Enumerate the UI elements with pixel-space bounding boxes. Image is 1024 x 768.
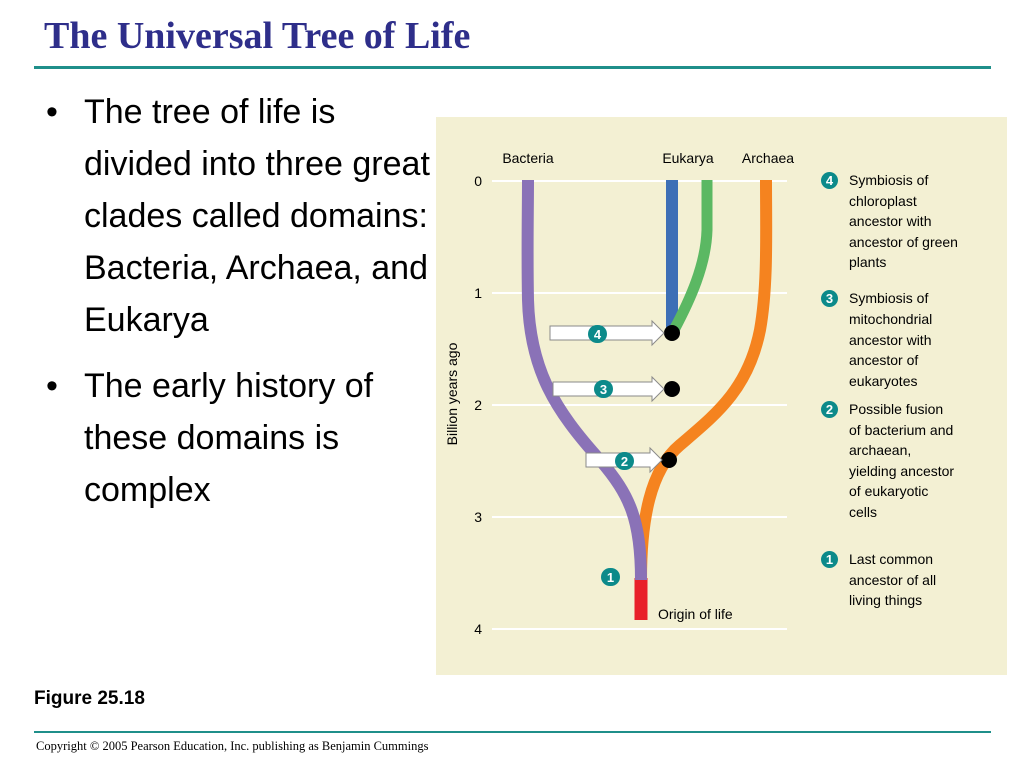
tick-label: 2 bbox=[474, 397, 482, 413]
badge-3: 3 bbox=[594, 380, 613, 398]
svg-text:2: 2 bbox=[826, 402, 833, 417]
svg-text:2: 2 bbox=[621, 454, 628, 469]
bullet-text: The early history of these domains is co… bbox=[84, 367, 374, 509]
svg-text:Last common ancestor of: Last common ancestor of all living thing… bbox=[849, 551, 940, 608]
badge-4: 4 bbox=[588, 325, 607, 343]
tick-label: 1 bbox=[474, 285, 482, 301]
svg-text:3: 3 bbox=[600, 382, 607, 397]
svg-text:4: 4 bbox=[826, 173, 834, 188]
tick-label: 4 bbox=[474, 621, 482, 637]
svg-text:Symbiosis of chloroplast: Symbiosis of chloroplast ancestor with a… bbox=[849, 172, 962, 270]
svg-text:1: 1 bbox=[607, 570, 614, 585]
copyright-text: Copyright © 2005 Pearson Education, Inc.… bbox=[36, 739, 429, 753]
origin-label: Origin of life bbox=[658, 606, 733, 622]
event-dot-2 bbox=[661, 452, 677, 468]
event-dot-4 bbox=[664, 325, 680, 341]
domain-label-bacteria: Bacteria bbox=[502, 150, 554, 166]
bullet-list: • The tree of life is divided into three … bbox=[44, 86, 434, 530]
title-divider bbox=[34, 66, 991, 69]
arrow-icon bbox=[549, 319, 665, 347]
legend-item-3: 3 Symbiosis of mitochondrial ancestor wi… bbox=[821, 290, 936, 389]
legend-item-1: 1 Last common ancestor of all living thi… bbox=[821, 551, 940, 608]
domain-label-archaea: Archaea bbox=[742, 150, 794, 166]
axis-label: Billion years ago bbox=[444, 342, 460, 445]
figure-label: Figure 25.18 bbox=[34, 688, 145, 709]
svg-text:Symbiosis of mitochondri: Symbiosis of mitochondrial ancestor with… bbox=[849, 290, 936, 389]
bullet-item: • The early history of these domains is c… bbox=[44, 360, 434, 516]
svg-text:3: 3 bbox=[826, 291, 833, 306]
tick-label: 3 bbox=[474, 509, 482, 525]
tick-label: 0 bbox=[474, 173, 482, 189]
domain-label-eukarya: Eukarya bbox=[662, 150, 714, 166]
footer-divider bbox=[34, 731, 991, 733]
legend-item-4: 4 Symbiosis of chloroplast ancestor with… bbox=[821, 172, 962, 270]
svg-text:Possible fusion of bacte: Possible fusion of bacterium and archaea… bbox=[849, 401, 958, 520]
bullet-item: • The tree of life is divided into three … bbox=[44, 86, 434, 346]
bullet-text: The tree of life is divided into three g… bbox=[84, 93, 430, 339]
badge-2: 2 bbox=[615, 452, 634, 470]
bacteria-branch bbox=[521, 179, 647, 581]
badge-1: 1 bbox=[601, 568, 620, 586]
bullet-dot-icon: • bbox=[46, 367, 58, 405]
plants-branch bbox=[669, 180, 713, 333]
archaea-branch bbox=[635, 179, 773, 581]
svg-text:1: 1 bbox=[826, 552, 833, 567]
legend-item-2: 2 Possible fusion of bacterium and archa… bbox=[821, 401, 958, 520]
event-dot-3 bbox=[664, 381, 680, 397]
bullet-dot-icon: • bbox=[46, 93, 58, 131]
slide-title: The Universal Tree of Life bbox=[44, 15, 471, 57]
svg-text:4: 4 bbox=[594, 327, 602, 342]
